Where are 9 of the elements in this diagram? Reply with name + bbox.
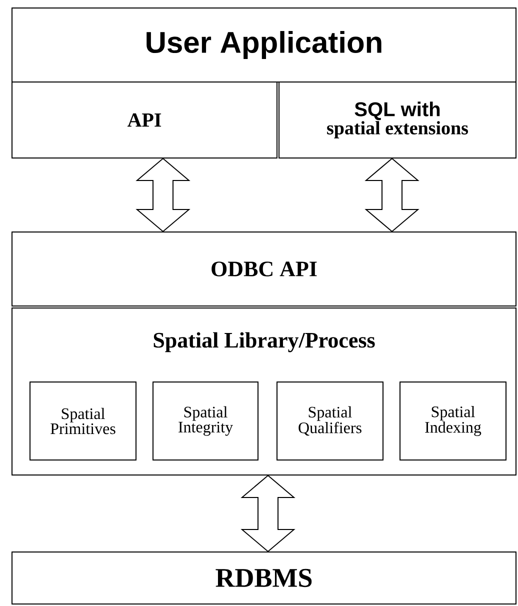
layer-box: User Application <box>12 8 516 82</box>
layer-box: ODBC API <box>12 232 516 306</box>
interface-box: API <box>12 82 278 158</box>
module-box: Spatial Primitives <box>30 382 136 460</box>
interface-box: SQL with spatial extensions <box>278 82 516 158</box>
module-box: Spatial Qualifiers <box>276 382 384 460</box>
module-box: Spatial Indexing <box>400 382 506 460</box>
layer-box: RDBMS <box>12 552 516 604</box>
module-box: Spatial Integrity <box>152 382 258 460</box>
